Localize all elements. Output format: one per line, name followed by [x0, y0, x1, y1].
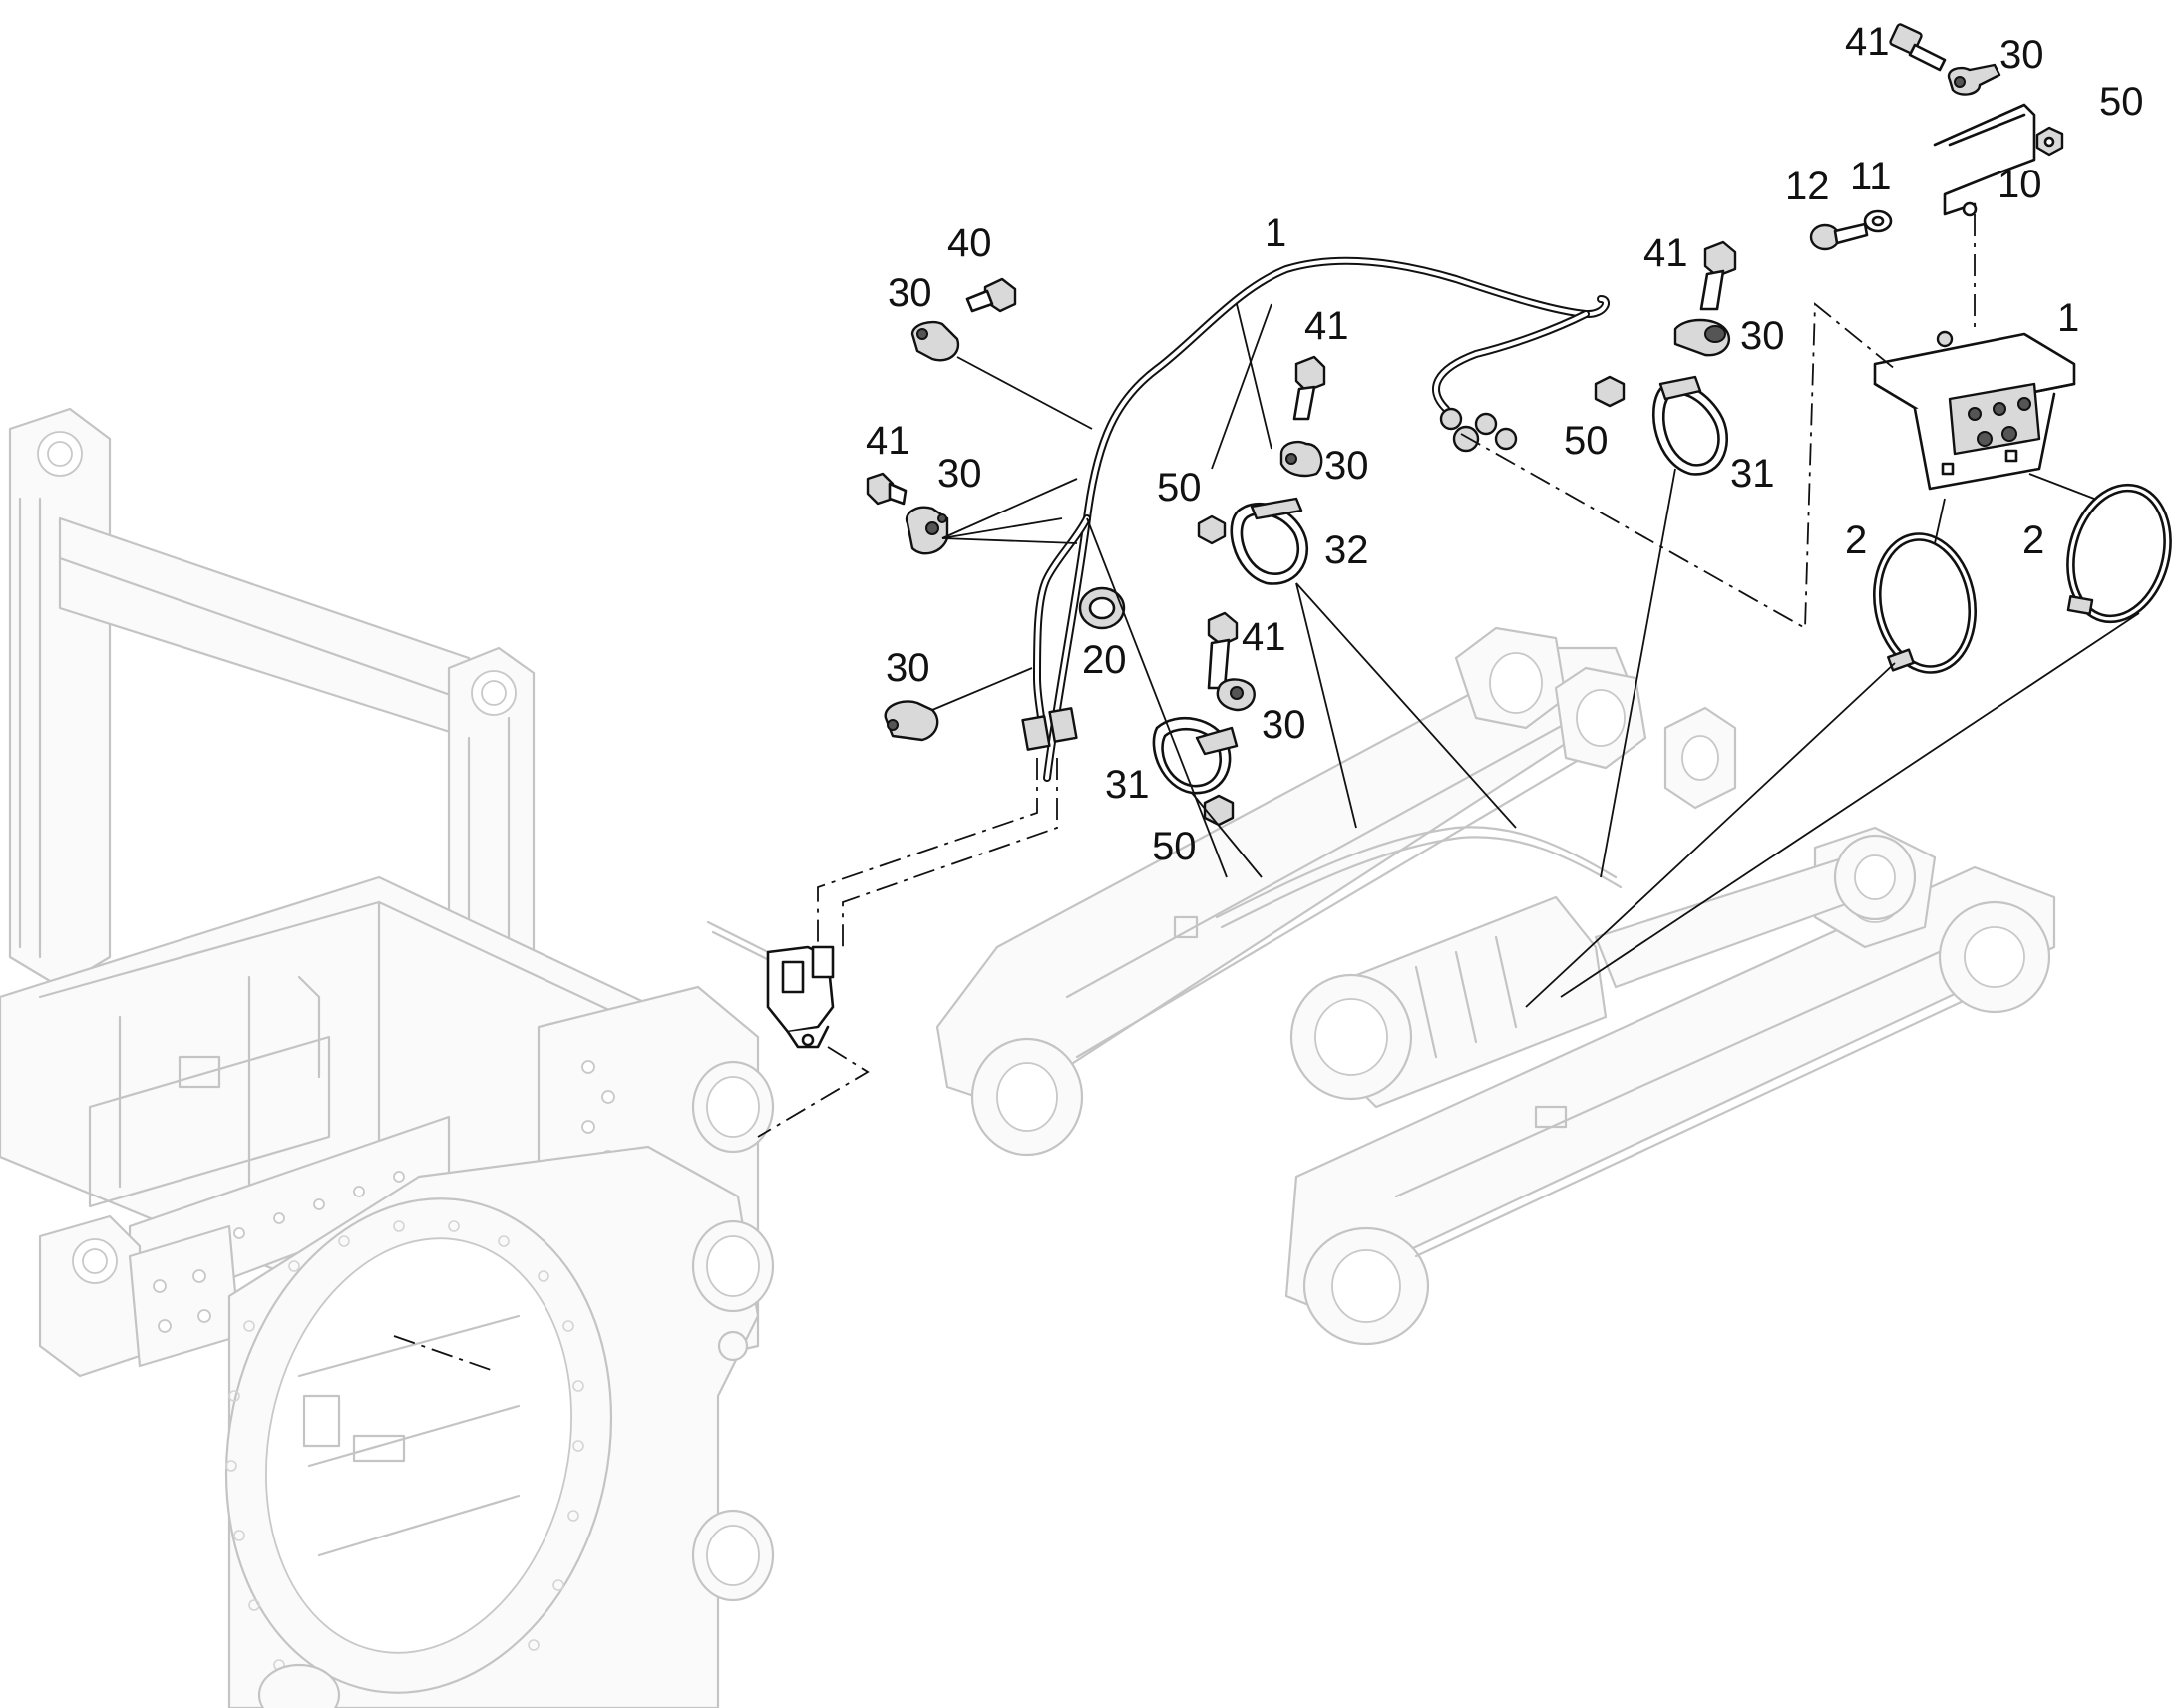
- callout-10: 10: [1998, 163, 2042, 206]
- ghost-hose: [1215, 826, 1623, 929]
- callout-41-c: 41: [1304, 304, 1349, 348]
- callout-40: 40: [947, 221, 992, 265]
- callout-20: 20: [1082, 638, 1127, 682]
- callout-30-ul: 30: [888, 271, 932, 315]
- callout-30-c: 30: [1324, 444, 1369, 488]
- callout-1-right: 1: [2057, 296, 2079, 340]
- washer-11: [1863, 209, 1893, 233]
- sensor-valve: [706, 920, 835, 1049]
- callout-2-right: 2: [2022, 518, 2044, 562]
- callout-41-ml: 41: [866, 419, 910, 463]
- callout-2-left: 2: [1845, 518, 1867, 562]
- callout-50-low: 50: [1152, 825, 1197, 868]
- callout-32: 32: [1324, 528, 1369, 572]
- nut-50-top: [2035, 126, 2064, 157]
- clamp-30-c: [1279, 440, 1323, 478]
- bracket-10: [1933, 103, 2036, 217]
- leader-lines: [931, 303, 2140, 1008]
- nut-50-low: [1203, 794, 1235, 827]
- strap-32: [1230, 497, 1309, 585]
- callout-30-ll: 30: [886, 646, 930, 690]
- callout-41-low: 41: [1242, 615, 1286, 659]
- callout-30-r: 30: [1740, 314, 1785, 358]
- callout-41-top: 41: [1845, 20, 1890, 64]
- callout-30-top: 30: [1999, 33, 2044, 77]
- grommet-20: [1078, 586, 1126, 630]
- strap-2-right: [2066, 483, 2172, 624]
- dash-lines: [393, 214, 1976, 1372]
- callout-30-ml: 30: [937, 452, 982, 496]
- clamp-30-ul: [910, 320, 960, 362]
- callout-50-r: 50: [1564, 419, 1609, 463]
- cable-harness: [1021, 256, 1610, 782]
- callout-50-top: 50: [2099, 80, 2144, 124]
- callout-1-cable: 1: [1265, 211, 1286, 255]
- callout-11: 11: [1850, 155, 1892, 198]
- bolt-41-low: [1207, 611, 1239, 690]
- clamp-30-ml: [905, 506, 949, 555]
- nut-50-c: [1197, 514, 1227, 545]
- clamp-30-top: [1947, 63, 2001, 96]
- strap-31-r: [1652, 375, 1728, 476]
- clamp-30-low: [1216, 678, 1256, 712]
- callouts: 41 30 50 12 11 10 1 2 2 1 40 30 41 30 41…: [866, 20, 2144, 868]
- clamp-30-ll: [884, 700, 939, 742]
- clamp-30-r: [1673, 318, 1731, 357]
- strap-2-left: [1872, 532, 1978, 674]
- callout-31-r: 31: [1730, 452, 1775, 496]
- bolt-12: [1809, 222, 1869, 251]
- bolt-41-top: [1889, 23, 1947, 72]
- nut-50-r: [1594, 375, 1626, 408]
- callout-50-c: 50: [1157, 466, 1202, 510]
- callout-31-low: 31: [1105, 763, 1150, 807]
- bolt-41-r: [1699, 240, 1737, 311]
- callout-41-r: 41: [1643, 231, 1688, 275]
- boom-ghost: [935, 626, 2056, 1346]
- bolt-41-ml: [866, 472, 908, 506]
- callout-30-low: 30: [1262, 703, 1306, 747]
- bolt-40: [965, 277, 1017, 313]
- bolt-41-c: [1292, 355, 1326, 421]
- control-box-1: [1873, 330, 2076, 491]
- callout-12: 12: [1785, 165, 1830, 208]
- strap-31-low: [1152, 717, 1239, 795]
- frame-ghost: [0, 407, 775, 1708]
